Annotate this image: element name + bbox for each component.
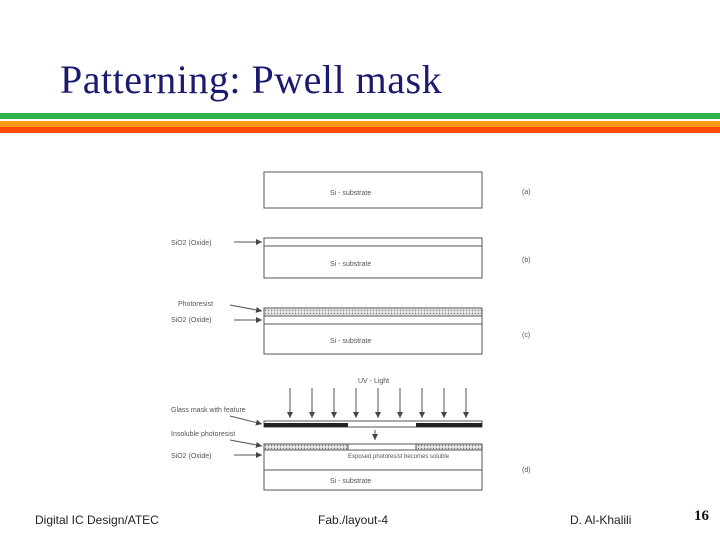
orange-stripe [0,121,720,127]
substrate-label-a: Si - substrate [330,190,371,197]
step-d-label: (d) [522,467,531,474]
photoresist-label: Photoresist [178,301,213,308]
insoluble-label: Insoluble photoresist [171,431,235,438]
footer-course: Digital IC Design/ATEC [35,513,159,527]
step-a-stack: Si - substrate (a) [263,171,531,209]
step-b-stack: Si - substrate SiO2 (Oxide) (b) [171,237,531,279]
step-c-stack: Si - substrate Photoresist SiO2 (Oxide) … [171,301,530,355]
glass-mask-label: Glass mask with feature [171,407,246,414]
step-b-label: (b) [522,257,531,264]
oxide-label-c: SiO2 (Oxide) [171,317,211,324]
substrate-label-d: Si - substrate [330,478,371,485]
footer-section: Fab./layout-4 [318,513,389,527]
soluble-label: Exposed photoresist becomes soluble [348,454,450,460]
substrate-label-b: Si - substrate [330,261,371,268]
step-d-stack: UV - Light Si - substrate Exposed pho [171,378,531,491]
green-stripe [0,113,720,119]
red-stripe [0,127,720,133]
page-number: 16 [694,508,709,524]
uv-light-label: UV - Light [358,378,389,385]
uv-arrows [287,388,469,418]
footer-author: D. Al-Khalili [570,513,632,527]
slide-title: Patterning: Pwell mask [60,57,443,102]
oxide-label-b: SiO2 (Oxide) [171,240,211,247]
substrate-label-c: Si - substrate [330,338,371,345]
step-c-label: (c) [522,332,530,339]
oxide-label-d: SiO2 (Oxide) [171,453,211,460]
step-a-label: (a) [522,189,531,196]
